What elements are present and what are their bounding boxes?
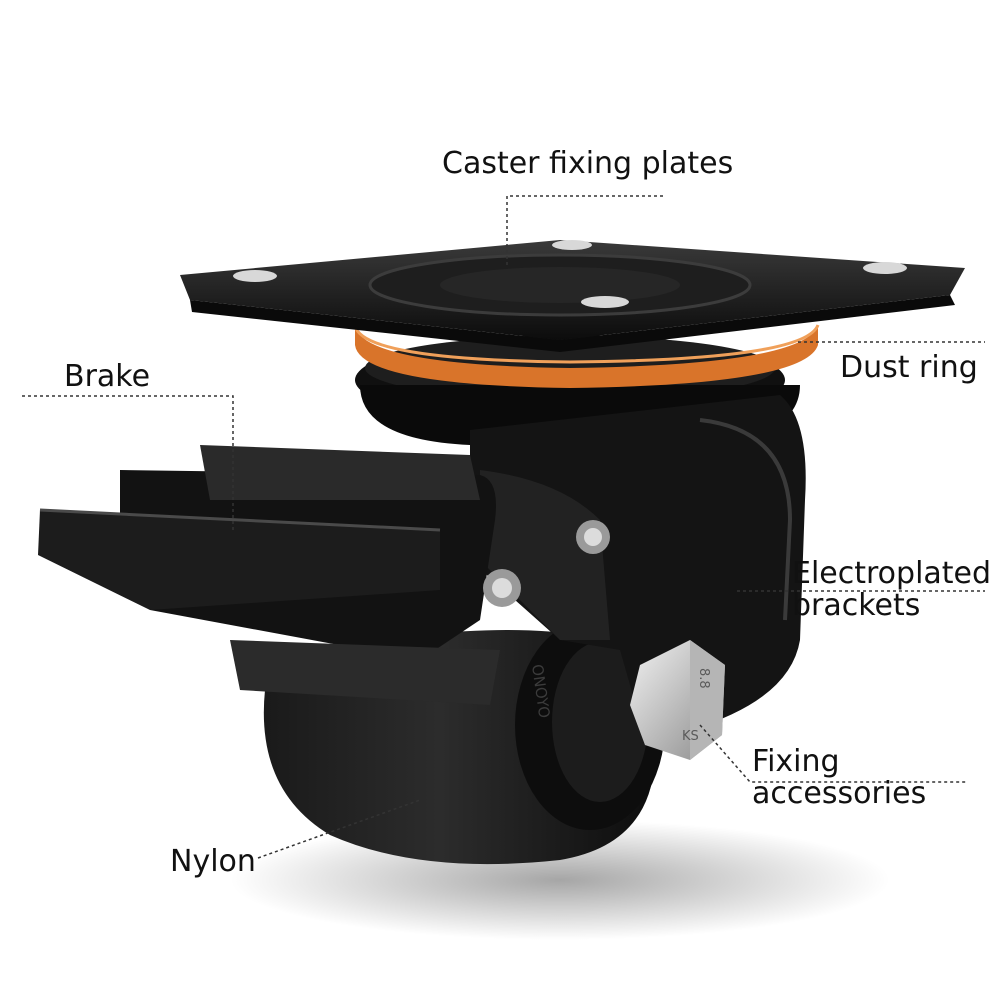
leader-brake — [22, 395, 234, 530]
axle-bolt: 8.8 KS — [630, 640, 725, 760]
label-nylon: Nylon — [170, 844, 256, 879]
label-fixing-accessories-line2: accessories — [752, 776, 927, 811]
brake-pedal — [38, 445, 500, 705]
leader-lines — [22, 195, 985, 859]
label-dust-ring: Dust ring — [840, 350, 978, 385]
caster-fixing-plate — [180, 240, 965, 352]
label-electroplated-brackets-line2: brackets — [792, 588, 921, 623]
bolt-marking-grade: 8.8 — [696, 668, 711, 689]
bolt-marking-brand: KS — [682, 729, 699, 744]
bracket-rivets — [483, 520, 610, 607]
leader-nylon — [257, 799, 421, 859]
leader-fixing-accessories — [699, 724, 967, 783]
electroplated-bracket — [470, 395, 806, 730]
leader-caster-fixing-plates — [506, 195, 663, 265]
label-caster-fixing-plates: Caster fixing plates — [442, 146, 734, 181]
label-fixing-accessories-line1: Fixing — [752, 744, 840, 779]
dust-ring — [353, 324, 820, 388]
label-brake: Brake — [64, 359, 151, 394]
label-electroplated-brackets-line1: Electroplated — [792, 556, 992, 591]
